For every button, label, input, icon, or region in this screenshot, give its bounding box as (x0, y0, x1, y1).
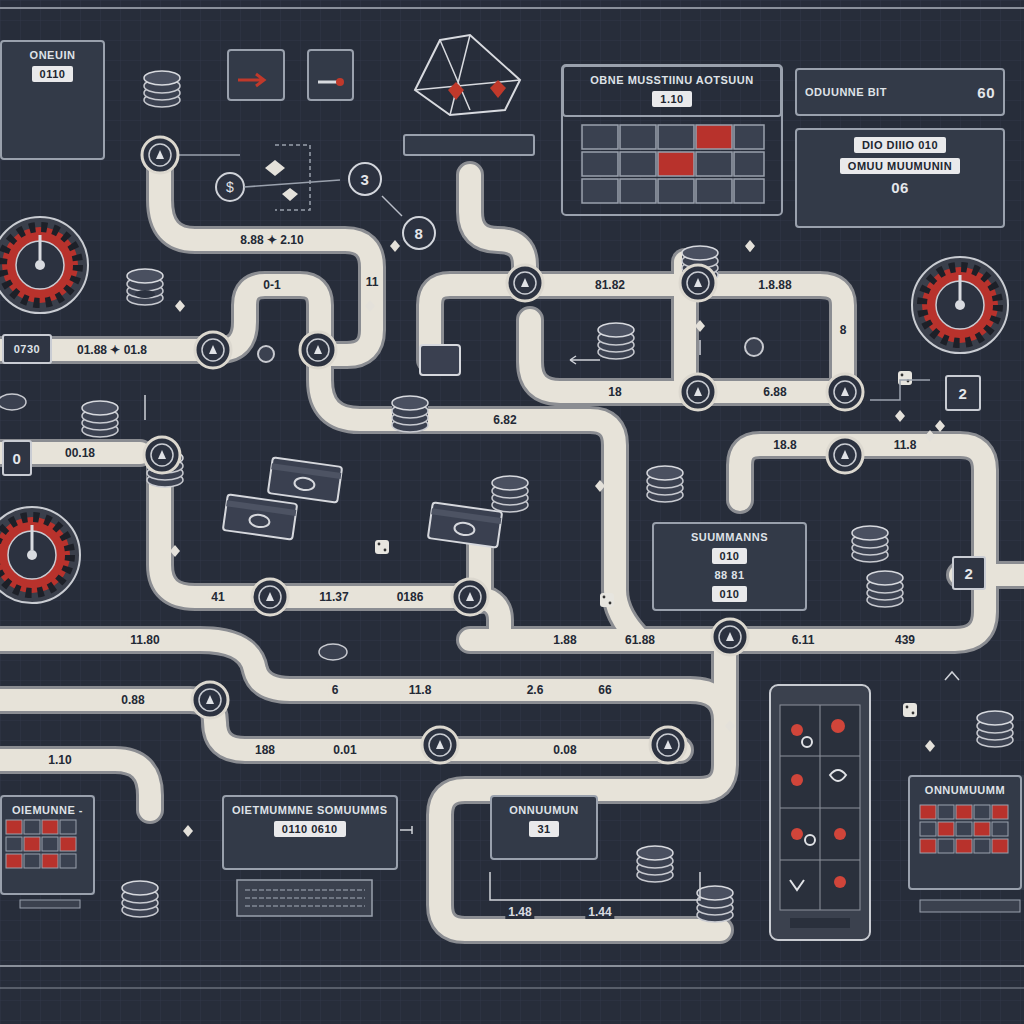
panel-box: ONNUMUUMM (908, 775, 1022, 890)
path-value: 6.88 (760, 385, 789, 399)
path-value: 0.08 (550, 743, 579, 757)
node-text: 8 (415, 225, 424, 242)
node-text: 0 (13, 450, 22, 467)
path-value: 18 (605, 385, 624, 399)
path-value: 6 (329, 683, 342, 697)
path-value: 0-1 (260, 278, 283, 292)
panel-box: 2 (952, 556, 986, 590)
path-value: 1.48 (505, 905, 534, 919)
svg-text:$: $ (226, 179, 234, 195)
node-text: OBNE MUSSTIINU AOTSUUN (590, 74, 753, 86)
node-text: 1.10 (652, 91, 691, 107)
node-text: 010 (712, 548, 748, 564)
panel-box: ODUUNNE BIT 60 (795, 68, 1005, 116)
node-text: 010 (712, 586, 748, 602)
path-value: 0.88 (118, 693, 147, 707)
panel-box: 0 (2, 440, 32, 476)
path-value: 0186 (394, 590, 427, 604)
path-value: 11.37 (316, 590, 351, 604)
path-value: 8.88 ✦ 2.10 (237, 233, 306, 247)
node-text: DIO DIIIO 010 (854, 137, 946, 153)
path-value: 66 (595, 683, 614, 697)
path-value: 1.88 (550, 633, 579, 647)
path-value: 439 (892, 633, 918, 647)
node-text: 60 (977, 84, 995, 101)
node-text: 2 (959, 385, 968, 402)
path-value: 00.18 (62, 446, 98, 460)
badge-circle: 8 (402, 216, 436, 250)
connector-line (382, 196, 402, 216)
path-value: 6.82 (490, 413, 519, 427)
node-text: SUUMMANNS (691, 531, 768, 543)
node-text: ONEUIN (30, 49, 76, 61)
node-text: 2 (965, 565, 974, 582)
node-text: 0730 (14, 343, 40, 355)
node-text: 88 81 (714, 569, 744, 581)
node-text: 31 (529, 821, 558, 837)
badge-circle: 3 (348, 162, 382, 196)
path-value: 11 (363, 275, 382, 289)
path-value: 8 (837, 323, 850, 337)
path-value: 01.88 ✦ 01.8 (74, 343, 150, 357)
panel-box: 2 (945, 375, 981, 411)
panel-box: OBNE MUSSTIINU AOTSUUN 1.10 (562, 65, 782, 117)
node-text: ODUUNNE BIT (805, 86, 887, 98)
path-value: 0.01 (330, 743, 359, 757)
path-value: 11.8 (891, 438, 920, 452)
node-text: 3 (361, 171, 370, 188)
panel-box: DIO DIIIO 010OMUU MUUMUNIN 06 (795, 128, 1005, 228)
panel-box: OIETMUMMNE SOMUUMMS 0110 0610 (222, 795, 398, 870)
path-value: 1.10 (45, 753, 74, 767)
path-value: 11.8 (406, 683, 435, 697)
panel-box: SUUMMANNS 010 88 81 010 (652, 522, 807, 611)
panel-box: ONEUIN 0110 (0, 40, 105, 160)
path-value: 188 (252, 743, 278, 757)
node-text: 0110 (32, 66, 74, 82)
path-value: 81.82 (592, 278, 628, 292)
path-value: 61.88 (622, 633, 658, 647)
panel-box: OIEMUNNE - (0, 795, 95, 895)
path-value: 18.8 (770, 438, 799, 452)
path-value: 6.11 (789, 633, 818, 647)
path-value: 1.44 (585, 905, 614, 919)
node-text: OIEMUNNE - (12, 804, 83, 816)
panel-box: ONNUUMUN 31 (490, 795, 598, 860)
node-text: 0110 0610 (274, 821, 346, 837)
panel-box: 0730 (2, 334, 52, 364)
path-value: 11.80 (127, 633, 162, 647)
node-text: OMUU MUUMUNIN (840, 158, 960, 174)
path-value: 41 (208, 590, 227, 604)
node-text: 06 (891, 179, 909, 196)
node-text: ONNUMUUMM (925, 784, 1005, 796)
path-value: 2.6 (524, 683, 547, 697)
path-value: 1.8.88 (755, 278, 794, 292)
node-text: OIETMUMMNE SOMUUMMS (232, 804, 388, 816)
node-text: ONNUUMUN (509, 804, 578, 816)
